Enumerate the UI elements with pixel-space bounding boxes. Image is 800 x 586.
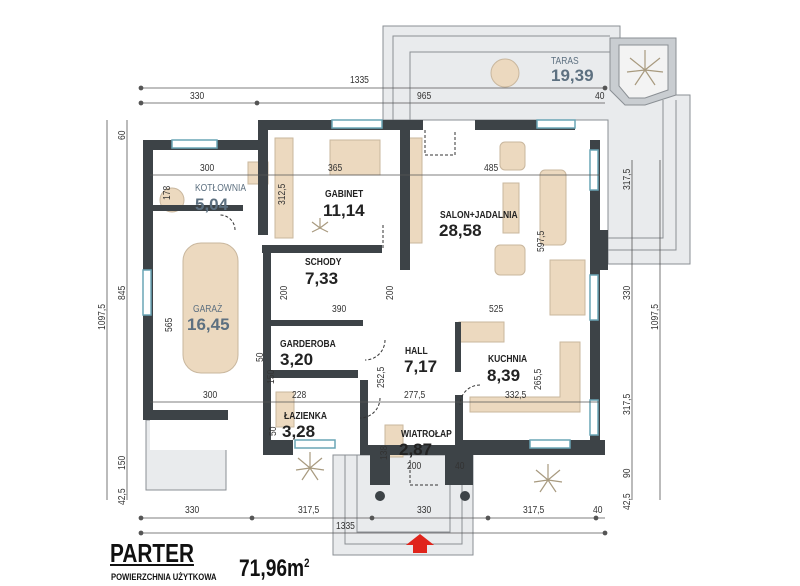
room-area-kotlownia: 5,04 bbox=[195, 195, 229, 214]
dim-label: 485 bbox=[484, 163, 499, 174]
plan-subtitle: POWIERZCHNIA UŻYTKOWA bbox=[111, 572, 217, 582]
dim-label: 330 bbox=[190, 91, 205, 102]
room-name-hall: HALL bbox=[405, 346, 428, 357]
room-area-garaz: 16,45 bbox=[187, 315, 230, 334]
terrace bbox=[382, 25, 691, 265]
column bbox=[460, 491, 470, 501]
dim-label: 845 bbox=[117, 285, 128, 300]
dim-label: 1097,5 bbox=[650, 303, 661, 330]
dim-label: 200 bbox=[407, 461, 422, 472]
dim-label: 330 bbox=[417, 505, 432, 516]
dim-label: 390 bbox=[332, 304, 347, 315]
room-name-wiatrolap: WIATROŁAP bbox=[401, 429, 452, 440]
room-name-taras: TARAS bbox=[551, 56, 579, 67]
dim-label: 317,5 bbox=[622, 168, 633, 190]
column bbox=[375, 491, 385, 501]
dim-label: 525 bbox=[489, 304, 504, 315]
dim-label: 40 bbox=[455, 461, 465, 472]
room-name-garaz: GARAŻ bbox=[193, 304, 223, 315]
dim-label: 150 bbox=[266, 369, 277, 384]
dim-label: 565 bbox=[164, 317, 175, 332]
dim-label: 178 bbox=[162, 185, 173, 200]
car-icon bbox=[182, 242, 239, 374]
dim-label: 40 bbox=[595, 91, 605, 102]
dim-label: 597,5 bbox=[536, 230, 547, 252]
plan-title: PARTER bbox=[110, 538, 194, 568]
dim-label: 200 bbox=[279, 285, 290, 300]
room-name-gabinet: GABINET bbox=[325, 189, 364, 200]
room-name-kuchnia: KUCHNIA bbox=[488, 354, 528, 365]
room-name-lazienka: ŁAZIENKA bbox=[284, 411, 327, 422]
dim-label: 317,5 bbox=[622, 393, 633, 415]
dim-label: 312,5 bbox=[277, 183, 288, 205]
room-name-garderoba: GARDEROBA bbox=[280, 339, 336, 350]
dim-label: 965 bbox=[417, 91, 432, 102]
room-area-wiatrolap: 2,87 bbox=[399, 440, 433, 459]
room-name-kotlownia: KOTŁOWNIA bbox=[195, 183, 247, 194]
dim-label: 1335 bbox=[336, 521, 355, 532]
room-area-schody: 7,33 bbox=[305, 269, 339, 288]
dim-label: 1097,5 bbox=[97, 303, 108, 330]
total-area-unit: 2 bbox=[304, 556, 310, 570]
room-area-gabinet: 11,14 bbox=[323, 201, 365, 220]
dim-label: 200 bbox=[385, 285, 396, 300]
dim-label: 90 bbox=[622, 468, 633, 478]
dim-label: 50 bbox=[255, 352, 266, 362]
dim-label: 317,5 bbox=[523, 505, 545, 516]
dim-label: 332,5 bbox=[505, 390, 527, 401]
dim-label: 252,5 bbox=[376, 366, 387, 388]
dim-label: 365 bbox=[328, 163, 343, 174]
room-area-lazienka: 3,28 bbox=[282, 422, 316, 441]
dim-label: 300 bbox=[203, 390, 218, 401]
dimension-lines bbox=[106, 85, 661, 536]
dim-label: 138 bbox=[379, 445, 390, 460]
room-area-kuchnia: 8,39 bbox=[487, 366, 521, 385]
dim-label: 50 bbox=[268, 426, 279, 436]
dim-label: 330 bbox=[622, 285, 633, 300]
windows bbox=[142, 119, 599, 449]
dim-label: 60 bbox=[117, 130, 128, 140]
dim-label: 277,5 bbox=[404, 390, 426, 401]
dim-label: 40 bbox=[593, 505, 603, 516]
total-area-value: 71,96m bbox=[239, 555, 305, 582]
room-name-salon-jadalnia: SALON+JADALNIA bbox=[440, 210, 518, 221]
room-area-hall: 7,17 bbox=[404, 357, 438, 376]
dim-label: 1335 bbox=[350, 75, 369, 86]
dim-label: 42,5 bbox=[117, 488, 128, 505]
dim-label: 265,5 bbox=[533, 368, 544, 390]
dim-label: 150 bbox=[117, 455, 128, 470]
dim-label: 317,5 bbox=[298, 505, 320, 516]
dim-label: 42,5 bbox=[622, 493, 633, 510]
room-area-salon-jadalnia: 28,58 bbox=[439, 221, 482, 240]
entrance-arrow bbox=[406, 534, 434, 553]
plant-icons bbox=[295, 50, 664, 493]
room-area-taras: 19,39 bbox=[551, 66, 594, 85]
room-name-schody: SCHODY bbox=[305, 257, 342, 268]
room-area-garderoba: 3,20 bbox=[280, 350, 314, 369]
doors bbox=[219, 130, 481, 486]
dim-label: 228 bbox=[292, 390, 307, 401]
dim-label: 330 bbox=[185, 505, 200, 516]
dim-label: 300 bbox=[200, 163, 215, 174]
total-area: 71,96m2 bbox=[239, 557, 309, 581]
